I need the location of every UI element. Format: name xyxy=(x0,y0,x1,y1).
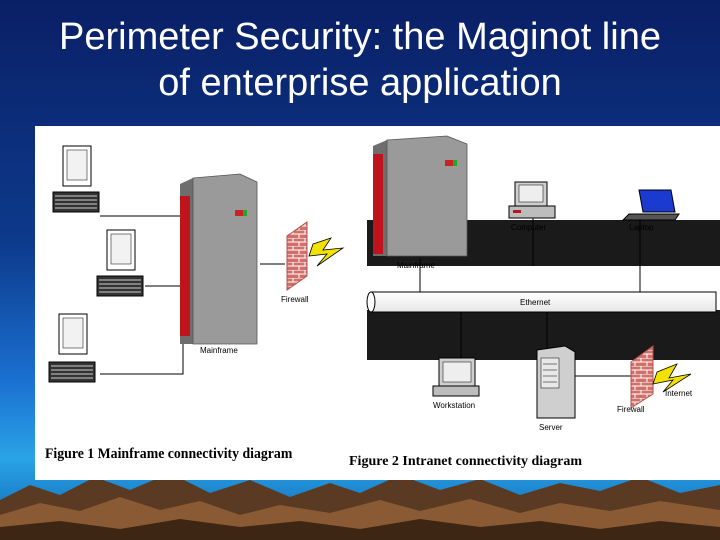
connectivity-diagrams: Mainframe Firewall Ethernet xyxy=(48,135,720,432)
server-label: Server xyxy=(539,423,563,432)
ethernet-label: Ethernet xyxy=(520,298,551,307)
figure-2-caption: Figure 2 Intranet connectivity diagram xyxy=(349,454,583,469)
diagram-panel: Mainframe Firewall Ethernet xyxy=(35,126,720,480)
slide-title: Perimeter Security: the Maginot line of … xyxy=(0,14,720,106)
figure-1-caption: Figure 1 Mainframe connectivity diagram xyxy=(45,446,293,462)
laptop-icon xyxy=(621,189,680,221)
workstation-icon xyxy=(432,357,480,397)
firewall-icon xyxy=(630,345,654,409)
computer-icon xyxy=(508,181,556,219)
lightning-icon xyxy=(308,237,345,267)
server-icon xyxy=(536,345,576,419)
internet-label: Internet xyxy=(665,389,693,398)
laptop-label: Laptop xyxy=(629,223,654,232)
figure-2-diagram: Ethernet Mainframe xyxy=(366,135,720,432)
workstation-label: Workstation xyxy=(433,401,475,410)
lightning-icon xyxy=(652,363,692,393)
figure-1-firewall-label: Firewall xyxy=(281,295,309,304)
terminal-icon xyxy=(48,313,96,383)
figure-2-firewall-label: Firewall xyxy=(617,405,645,414)
figure-2-connection-lines xyxy=(419,212,641,377)
mountain-range-image xyxy=(0,473,720,540)
ethernet-bus xyxy=(366,291,717,313)
firewall-icon xyxy=(286,221,308,291)
figure-2-mainframe-label: Mainframe xyxy=(397,261,435,270)
figure-1-diagram: Mainframe Firewall xyxy=(48,145,345,383)
computer-label: Computer xyxy=(511,223,546,232)
mainframe-icon xyxy=(373,135,468,257)
mainframe-icon xyxy=(180,173,258,345)
terminal-icon xyxy=(52,145,100,213)
terminal-icon xyxy=(96,229,144,297)
figure-1-mainframe-label: Mainframe xyxy=(200,346,238,355)
slide-title-line-1: Perimeter Security: the Maginot line xyxy=(59,16,661,58)
slide-title-line-2: of enterprise application xyxy=(158,62,562,104)
